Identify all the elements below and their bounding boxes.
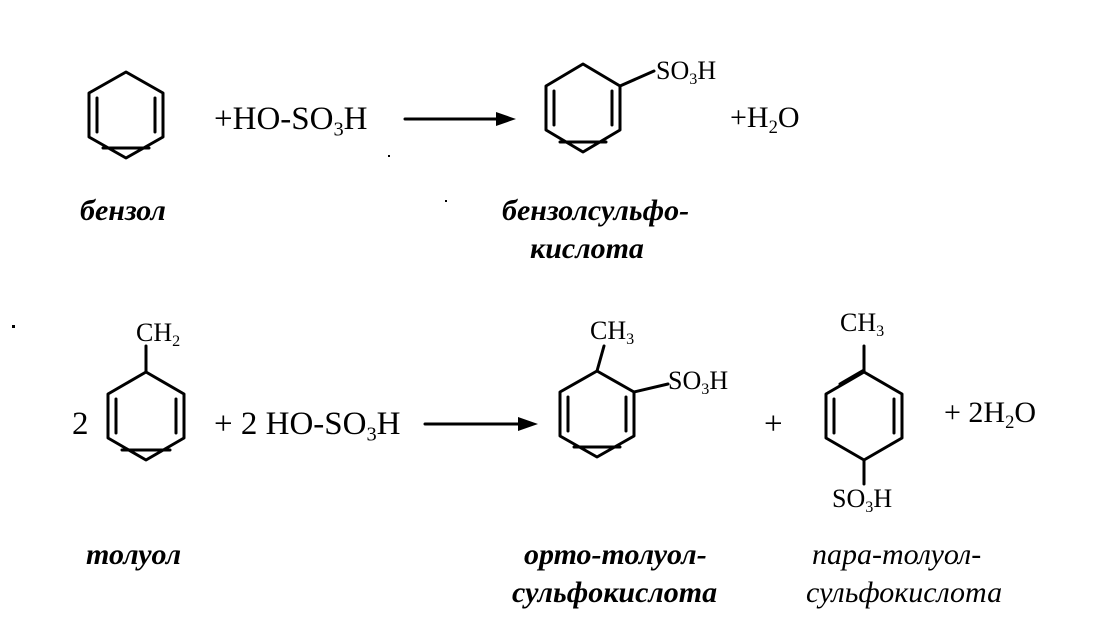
byproduct-2-prefix: + 2H bbox=[944, 396, 1006, 429]
byproduct-1-subscript: 2 bbox=[768, 116, 778, 138]
byproduct-water-2: + 2H2O bbox=[944, 398, 1036, 433]
ortho-toluenesulfonic-acid-ring bbox=[558, 344, 670, 459]
para-methyl-prefix: CH bbox=[840, 308, 877, 337]
methyl-group-ortho: CH3 bbox=[590, 318, 634, 348]
ortho-methyl-prefix: CH bbox=[590, 316, 627, 345]
caption-ortho-line2: сульфокислота bbox=[512, 576, 718, 609]
caption-toluene: толуол bbox=[86, 538, 182, 571]
para-sulfo-suffix: H bbox=[873, 484, 893, 513]
caption-benzenesulfonic-line1: бензолсульфо- bbox=[502, 194, 690, 227]
methyl-group-toluene: CH2 bbox=[136, 320, 180, 350]
toluene-methyl-subscript: 2 bbox=[172, 333, 181, 351]
sulfo-group-ortho: SO3H bbox=[668, 368, 728, 398]
caption-benzenesulfonic-line2: кислота bbox=[530, 232, 644, 265]
scan-speck bbox=[445, 200, 447, 202]
sulfo-group-label-1: SO3H bbox=[656, 58, 716, 88]
reagent-sulfuric-acid-1: +HO-SO3H bbox=[214, 103, 368, 140]
para-sulfo-subscript: 3 bbox=[865, 499, 874, 517]
scan-speck bbox=[388, 155, 390, 157]
sulfo-group-para: SO3H bbox=[832, 486, 892, 516]
byproduct-2-subscript: 2 bbox=[1005, 411, 1015, 433]
reagent-2-prefix: + 2 HO-SO bbox=[214, 406, 367, 442]
reaction-arrow-2 bbox=[423, 417, 538, 431]
plus-sign-products: + bbox=[764, 406, 783, 442]
caption-benzene: бензол bbox=[80, 194, 166, 227]
reagent-1-prefix: +HO-SO bbox=[214, 101, 334, 137]
reagent-sulfuric-acid-2: + 2 HO-SO3H bbox=[214, 408, 401, 445]
ortho-sulfo-suffix: H bbox=[709, 366, 729, 395]
para-sulfo-prefix: SO bbox=[832, 484, 866, 513]
methyl-group-para: CH3 bbox=[840, 310, 884, 340]
para-toluenesulfonic-acid-ring bbox=[824, 344, 904, 486]
benzenesulfonic-acid-ring bbox=[544, 62, 656, 154]
byproduct-1-prefix: +H bbox=[730, 101, 769, 134]
reagent-1-suffix: H bbox=[343, 101, 368, 137]
sulfo-group-1-prefix: SO bbox=[656, 56, 690, 85]
reagent-2-subscript: 3 bbox=[366, 423, 377, 446]
benzene-ring bbox=[87, 70, 165, 160]
reaction-arrow-1 bbox=[403, 112, 516, 126]
reagent-2-suffix: H bbox=[376, 406, 401, 442]
ortho-sulfo-prefix: SO bbox=[668, 366, 702, 395]
reagent-1-subscript: 3 bbox=[333, 118, 344, 141]
caption-ortho-line1: орто-толуол- bbox=[524, 538, 707, 571]
ortho-methyl-subscript: 3 bbox=[626, 331, 635, 349]
scan-speck bbox=[12, 325, 15, 328]
byproduct-2-suffix: O bbox=[1014, 396, 1037, 429]
toluene-ring bbox=[106, 344, 186, 462]
coefficient-toluene: 2 bbox=[72, 406, 89, 442]
sulfo-group-1-subscript: 3 bbox=[689, 71, 698, 89]
para-methyl-subscript: 3 bbox=[876, 323, 885, 341]
caption-para-line2: сульфокислота bbox=[806, 576, 1003, 609]
ortho-sulfo-subscript: 3 bbox=[701, 381, 710, 399]
sulfo-group-1-suffix: H bbox=[697, 56, 717, 85]
byproduct-1-suffix: O bbox=[777, 101, 800, 134]
toluene-methyl-prefix: CH bbox=[136, 318, 173, 347]
caption-para-line1: пара-толуол- bbox=[812, 538, 982, 571]
byproduct-water-1: +H2O bbox=[730, 103, 800, 138]
